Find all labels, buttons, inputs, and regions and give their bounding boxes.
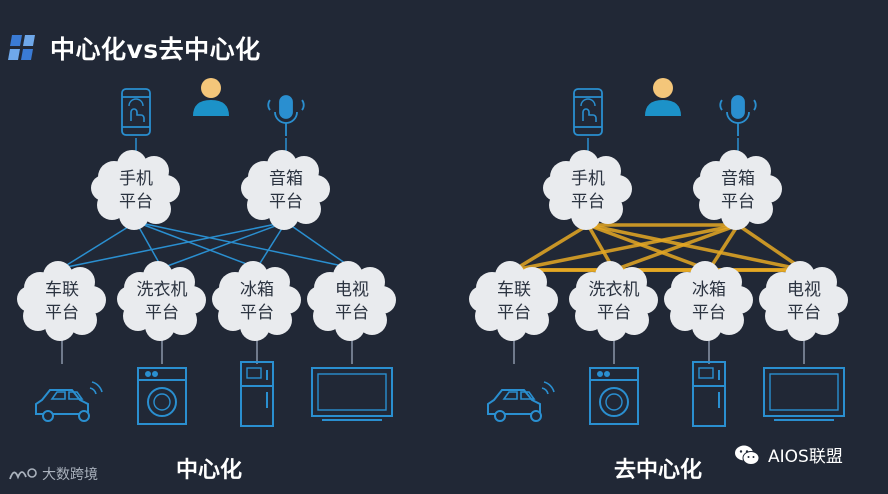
- mesh-link: [613, 223, 739, 272]
- user-icon: [645, 78, 681, 116]
- cloud-label-line: 平台: [45, 303, 79, 323]
- title-bar: 中心化vs去中心化: [8, 30, 261, 66]
- cloud-label-line: 车联: [497, 280, 531, 300]
- washing-machine-icon: [137, 367, 187, 425]
- refrigerator-icon: [240, 361, 274, 427]
- cloud-label-line: 音箱: [269, 169, 303, 189]
- cloud-label-line: 平台: [335, 303, 369, 323]
- cloud-label-line: 平台: [240, 303, 274, 323]
- cloud-label-line: 平台: [721, 192, 755, 212]
- mesh-link: [737, 223, 805, 272]
- cloud-label-line: 洗衣机: [589, 280, 640, 300]
- microphone-icon: [267, 95, 305, 136]
- watermark-right: AIOS联盟: [734, 442, 843, 467]
- network-link: [135, 221, 163, 269]
- mesh-link: [707, 224, 740, 271]
- watermark-left: 大数跨境: [8, 464, 98, 484]
- mesh-link: [513, 223, 589, 272]
- page-title: 中心化vs去中心化: [50, 35, 261, 64]
- cloud-label-line: 音箱: [721, 169, 755, 189]
- cloud-label-line: 冰箱: [692, 280, 726, 300]
- mesh-link: [513, 223, 739, 272]
- cloud-label-line: 洗衣机: [137, 280, 188, 300]
- cloud-label-line: 平台: [571, 192, 605, 212]
- cloud-label-line: 平台: [269, 192, 303, 212]
- cloud-label-line: 电视: [787, 280, 821, 300]
- cloud-label-line: 平台: [497, 303, 531, 323]
- watermark-logo-icon: [9, 468, 37, 480]
- network-link: [135, 221, 258, 269]
- cloud-label-line: 平台: [597, 303, 631, 323]
- network-link: [61, 221, 137, 269]
- cloud-label-line: 平台: [787, 303, 821, 323]
- caption-centralized: 中心化: [176, 458, 243, 483]
- refrigerator-icon: [692, 361, 726, 427]
- watermark-right-text: AIOS联盟: [768, 447, 843, 467]
- user-icon: [193, 78, 229, 116]
- logo-squares-icon: [8, 35, 35, 60]
- cloud-label-line: 平台: [145, 303, 179, 323]
- mesh-link: [587, 223, 710, 272]
- network-link: [61, 221, 287, 269]
- cloud-label-line: 手机: [119, 169, 153, 189]
- caption-decentralized: 去中心化: [614, 458, 703, 483]
- tv-icon: [311, 367, 393, 421]
- network-link: [135, 221, 353, 269]
- cloud-label-line: 电视: [335, 280, 369, 300]
- cloud-label-line: 冰箱: [240, 280, 274, 300]
- car-icon: [35, 381, 103, 422]
- network-link: [161, 221, 287, 269]
- watermark-left-text: 大数跨境: [42, 467, 98, 483]
- washing-machine-icon: [589, 367, 639, 425]
- microphone-icon: [719, 95, 757, 136]
- phone-icon: [121, 88, 151, 136]
- cloud-label-line: 平台: [692, 303, 726, 323]
- wechat-icon: [735, 445, 760, 465]
- mesh-link: [587, 223, 805, 272]
- phone-icon: [573, 88, 603, 136]
- car-icon: [487, 381, 555, 422]
- tv-icon: [763, 367, 845, 421]
- cloud-label-line: 手机: [571, 169, 605, 189]
- cloud-label-line: 车联: [45, 280, 79, 300]
- network-link: [285, 221, 353, 269]
- cloud-label-line: 平台: [119, 192, 153, 212]
